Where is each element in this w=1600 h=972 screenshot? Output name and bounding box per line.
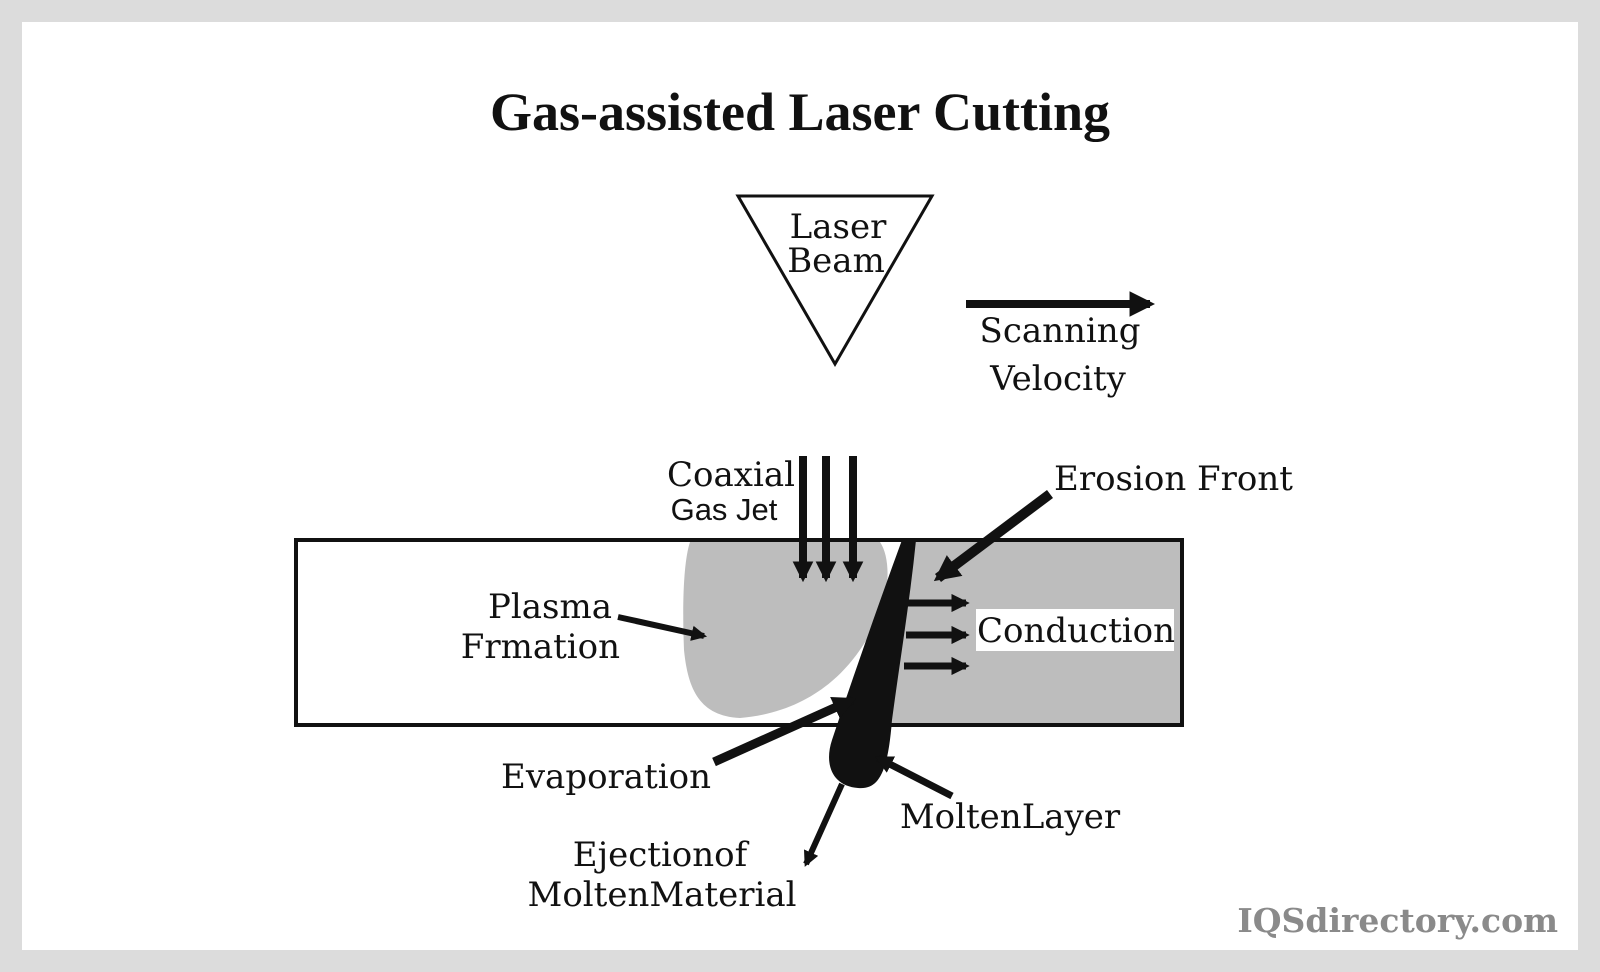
laser-beam: Laser Beam [735, 194, 935, 367]
scanning-velocity: Scanning Velocity [966, 291, 1156, 399]
scanning-velocity-label-line2: Velocity [989, 359, 1126, 399]
laser-beam-triangle-icon [735, 194, 935, 367]
ejection-label-line1: Ejectionof [573, 835, 750, 875]
plasma-formation-label-line1: Plasma [488, 587, 612, 627]
workpiece-outline [294, 538, 1184, 727]
plasma-region [683, 542, 888, 718]
conduction: Conduction [904, 593, 1175, 676]
laser-beam-label-line2: Beam [787, 241, 885, 281]
erosion-front-arrow-icon [933, 490, 1053, 582]
plasma-formation-label-line2: Frmation [461, 627, 620, 667]
scanning-velocity-label-line1: Scanning [980, 311, 1141, 351]
molten-layer-label: MoltenLayer [900, 797, 1121, 837]
erosion-front: Erosion Front [933, 459, 1293, 582]
coaxial-gas-jet: Coaxial Gas Jet [667, 455, 864, 583]
erosion-front-label: Erosion Front [1054, 459, 1293, 499]
diagram-title: Gas-assisted Laser Cutting [490, 82, 1110, 142]
coaxial-gas-jet-label-line1: Coaxial [667, 455, 795, 495]
molten-layer: MoltenLayer [874, 754, 1121, 837]
evaporation: Evaporation [501, 695, 857, 797]
coaxial-gas-jet-label-line2: Gas Jet [671, 492, 778, 527]
plasma-formation: Plasma Frmation [461, 587, 708, 667]
ejection-label-line2: MoltenMaterial [528, 875, 797, 915]
conduction-label-bg [976, 609, 1174, 651]
workpiece [294, 538, 1184, 789]
laser-beam-label-line1: Laser [790, 207, 887, 247]
plasma-formation-arrow-icon [617, 614, 708, 641]
ejection-arrow-icon [803, 782, 845, 867]
conduction-label: Conduction [977, 611, 1175, 651]
ejection-of-molten-material: Ejectionof MoltenMaterial [528, 782, 845, 915]
evaporation-arrow-icon [712, 695, 857, 767]
evaporation-label: Evaporation [501, 757, 711, 797]
molten-layer-arrow-icon [874, 754, 954, 800]
watermark: IQSdirectory.com [1237, 901, 1558, 940]
